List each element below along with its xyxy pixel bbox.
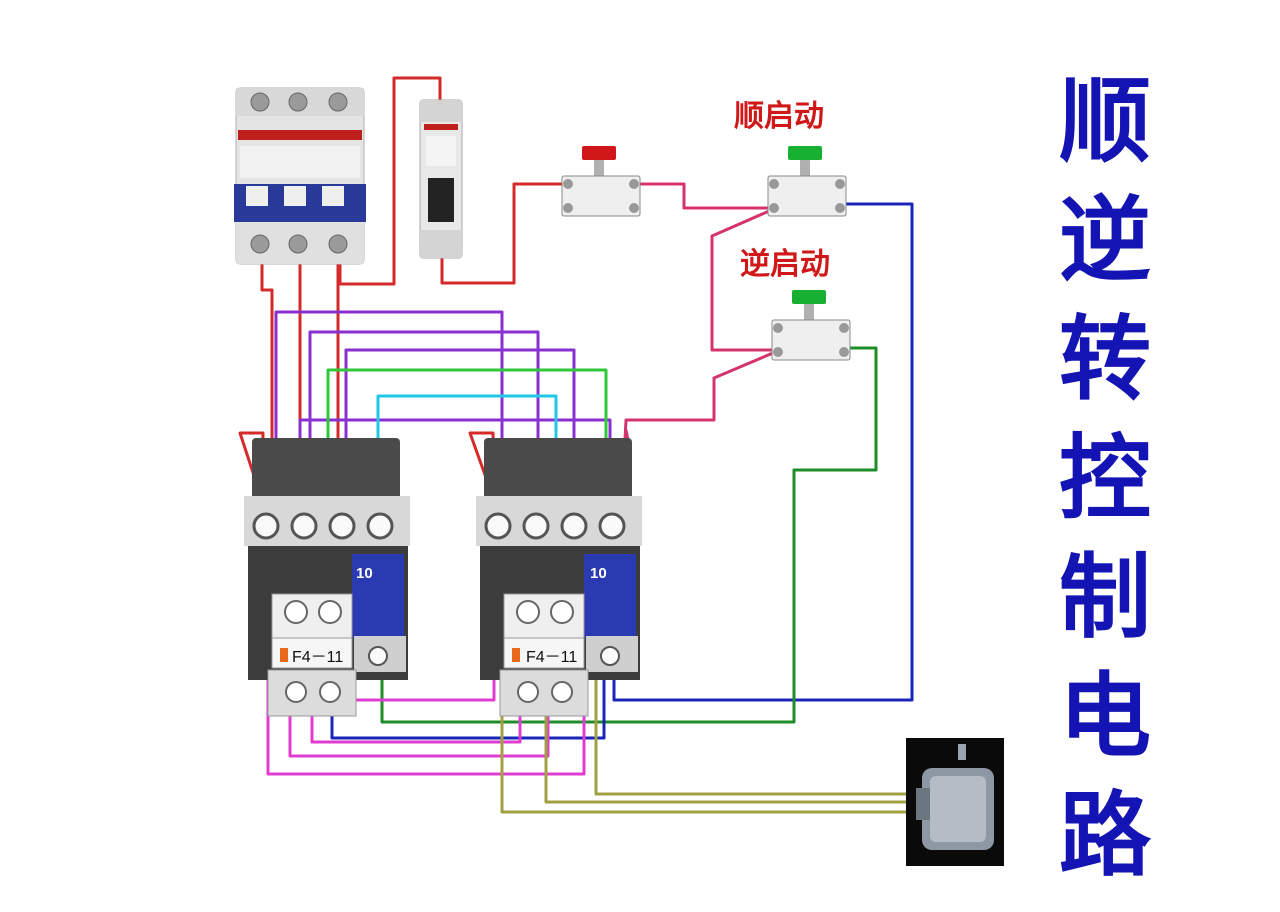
vertical-title: 顺 逆 转 控 制 电 路 bbox=[1040, 62, 1170, 895]
wire-magenta-1 bbox=[266, 680, 586, 776]
wire-purple-1 bbox=[274, 310, 504, 500]
wire-magenta-4 bbox=[350, 680, 496, 702]
wire-forward-to-reverse bbox=[710, 206, 780, 352]
wire-purple-3 bbox=[344, 348, 576, 500]
title-char-3: 转 bbox=[1058, 306, 1151, 413]
wire-l1 bbox=[260, 262, 274, 500]
three-pole-breaker bbox=[234, 87, 366, 265]
left-aux-block bbox=[267, 593, 357, 717]
stop-button[interactable] bbox=[561, 146, 641, 217]
right-aux-label: F4－11 bbox=[526, 649, 577, 666]
wire-magenta-2 bbox=[288, 706, 550, 758]
title-char-1: 顺 bbox=[1058, 68, 1151, 175]
wire-darkgreen-return bbox=[380, 346, 878, 724]
motor bbox=[906, 738, 1004, 866]
title-char-6: 电 bbox=[1058, 663, 1151, 770]
reverse-start-button[interactable] bbox=[771, 290, 851, 361]
wire-reverse-to-coil bbox=[620, 348, 781, 499]
title-char-4: 控 bbox=[1058, 425, 1151, 532]
left-aux-label: F4－11 bbox=[292, 649, 343, 666]
wire-motor-2 bbox=[544, 706, 916, 804]
wire-blue-lower bbox=[330, 668, 606, 740]
title-char-7: 路 bbox=[1058, 782, 1151, 889]
title-char-5: 制 bbox=[1058, 544, 1151, 651]
wire-purple-2 bbox=[308, 330, 540, 500]
forward-start-label: 顺启动 bbox=[734, 99, 824, 134]
wire-blue-return bbox=[612, 202, 914, 702]
wire-fuse-to-stop bbox=[440, 182, 562, 285]
forward-start-button[interactable] bbox=[767, 146, 847, 217]
wire-to-fuse bbox=[338, 76, 442, 286]
wire-stop-to-forward bbox=[640, 182, 776, 210]
right-contactor-badge: 10 bbox=[590, 565, 607, 582]
single-pole-breaker bbox=[419, 99, 463, 259]
title-char-2: 逆 bbox=[1058, 187, 1151, 294]
right-aux-block bbox=[499, 593, 589, 717]
wire-magenta-3 bbox=[310, 706, 522, 744]
reverse-start-label: 逆启动 bbox=[740, 247, 830, 282]
wire-motor-3 bbox=[594, 668, 916, 796]
left-contactor-badge: 10 bbox=[356, 565, 373, 582]
wire-motor-1 bbox=[500, 700, 916, 814]
